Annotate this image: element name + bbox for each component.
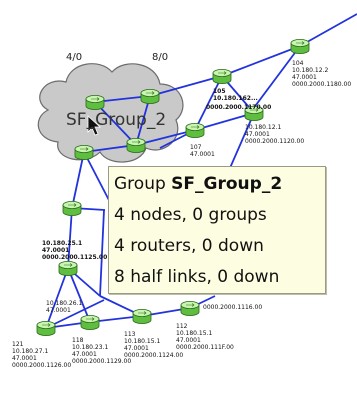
router-104-icon[interactable] — [290, 39, 310, 55]
router-icon[interactable] — [62, 200, 82, 217]
tooltip-links-line: 8 half links, 0 down — [114, 267, 280, 287]
router-icon[interactable] — [74, 144, 94, 161]
interface-label: 4/0 — [66, 52, 83, 63]
tooltip-nodes-line: 4 nodes, 0 groups — [114, 205, 267, 225]
tooltip-routers-line: 4 routers, 0 down — [114, 236, 264, 256]
tooltip-group-name: SF_Group_2 — [171, 174, 283, 194]
group-label: SF_Group_2 — [66, 110, 167, 130]
node-label: 0000.2000.1170.00 — [206, 104, 272, 111]
router-107-icon[interactable] — [185, 123, 205, 139]
router-112-icon[interactable] — [180, 300, 200, 317]
router-icon[interactable] — [126, 137, 146, 154]
router-118-icon[interactable] — [80, 314, 100, 331]
router-113-icon[interactable] — [132, 308, 152, 325]
node-label: 0000.2000.1116.00 — [203, 304, 263, 311]
mouse-cursor-icon — [87, 115, 102, 136]
interface-label: 8/0 — [152, 52, 169, 63]
tooltip-title: Group SF_Group_2 — [114, 174, 283, 194]
router-icon[interactable] — [58, 260, 78, 277]
router-icon[interactable] — [140, 89, 160, 104]
router-121-icon[interactable] — [36, 320, 56, 337]
router-icon[interactable] — [85, 95, 105, 110]
group-cloud[interactable] — [37, 63, 184, 163]
group-tooltip: Group SF_Group_2 4 nodes, 0 groups 4 rou… — [108, 166, 326, 294]
router-105-icon[interactable] — [212, 69, 232, 84]
